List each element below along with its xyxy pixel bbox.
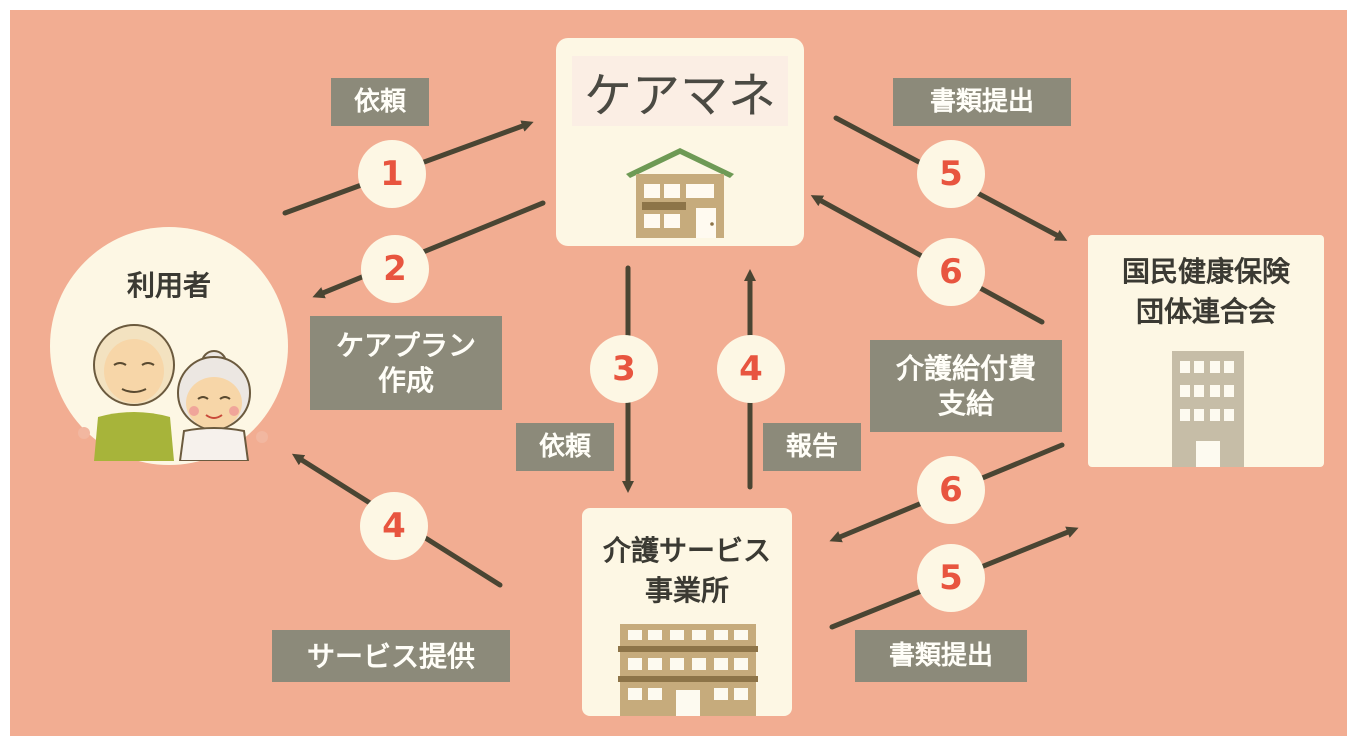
- step-1-badge: 1: [358, 140, 426, 208]
- kokuho-title-line2: 団体連合会: [1135, 295, 1276, 328]
- caremane-title: ケアマネ: [572, 56, 788, 126]
- elderly-couple-illustration: [78, 324, 268, 461]
- step-6-bottom-badge: 6: [917, 456, 985, 524]
- step-4-left-badge: 4: [360, 492, 428, 560]
- step-2-badge: 2: [361, 235, 429, 303]
- label-kyufu: 介護給付費 支給: [870, 340, 1062, 432]
- label-service-teikyo: サービス提供: [272, 630, 510, 682]
- service-title-line1: 介護サービス: [602, 534, 771, 567]
- label-shorui-bottom: 書類提出: [855, 630, 1027, 682]
- kokuho-title-line1: 国民健康保険: [1121, 255, 1290, 288]
- label-kyufu-line1: 介護給付費: [895, 352, 1036, 385]
- label-irai-mid: 依頼: [516, 423, 614, 471]
- label-irai-top: 依頼: [331, 78, 429, 126]
- step-6-top-badge: 6: [917, 238, 985, 306]
- step-3-badge: 3: [590, 335, 658, 403]
- caremane-node: ケアマネ: [556, 38, 804, 246]
- label-kyufu-line2: 支給: [937, 387, 994, 420]
- arrow-2: [312, 200, 546, 299]
- office-building-icon: [1172, 351, 1244, 467]
- label-shorui-top: 書類提出: [893, 78, 1071, 126]
- label-careplan-line1: ケアプラン: [335, 329, 476, 362]
- service-title-line2: 事業所: [644, 574, 729, 607]
- facility-building-icon: [618, 624, 758, 716]
- step-5-bottom-badge: 5: [917, 544, 985, 612]
- user-title: 利用者: [126, 269, 211, 302]
- kokuho-node: 国民健康保険 団体連合会: [1088, 235, 1324, 467]
- label-careplan: ケアプラン 作成: [310, 316, 502, 410]
- step-5-top-badge: 5: [917, 140, 985, 208]
- service-office-node: 介護サービス 事業所: [582, 508, 792, 716]
- label-houkoku: 報告: [763, 423, 861, 471]
- house-icon: [626, 148, 734, 238]
- flow-diagram: ケアマネ 利用者: [10, 10, 1347, 736]
- step-4-mid-badge: 4: [717, 335, 785, 403]
- label-careplan-line2: 作成: [377, 364, 434, 397]
- user-node: 利用者: [50, 227, 288, 465]
